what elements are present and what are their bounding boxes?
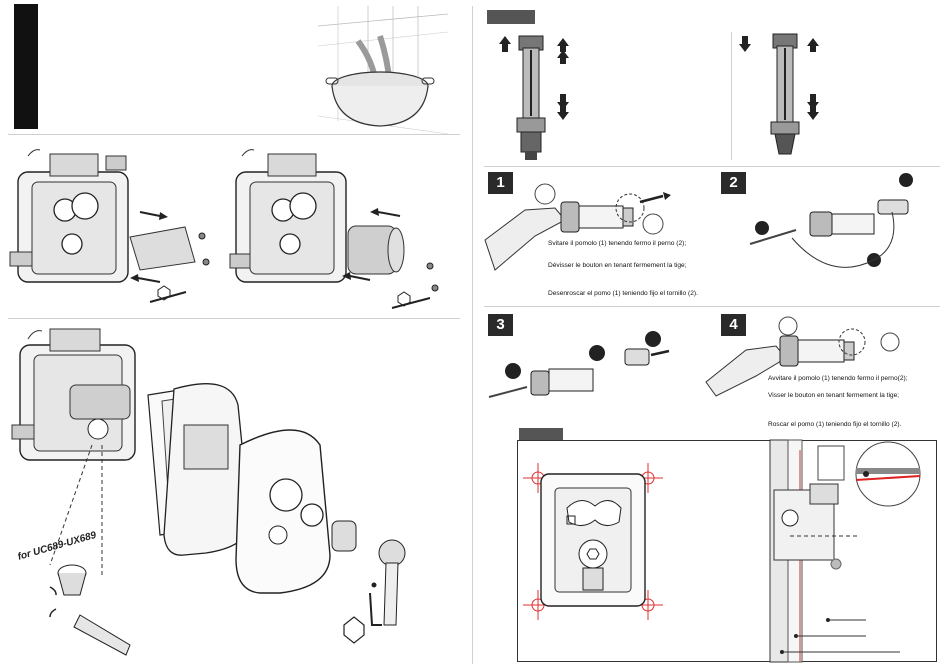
section-header-tab: [487, 10, 535, 24]
cartridge-cross-section-right: [739, 33, 819, 155]
step-3-illustration: [488, 331, 670, 398]
divider: [8, 318, 460, 319]
box-front-view: [523, 463, 663, 620]
step-4-illustration: [705, 316, 900, 397]
title-bar: [14, 4, 38, 129]
cartridge-cross-section-left: [499, 35, 569, 160]
removal-instruction-fr: Dévisser le bouton en tenant fermement l…: [548, 262, 687, 269]
step-1-illustration: [484, 183, 671, 271]
exploded-assembly-diagram: [11, 328, 406, 656]
divider: [484, 306, 940, 307]
step-number-badge: 3: [488, 314, 513, 336]
step-number-badge: 2: [721, 172, 746, 194]
install-instruction-fr: Visser le bouton en tenant fermement la …: [768, 392, 900, 399]
install-instruction-es: Roscar el pomo (1) teniendo fijo el torn…: [768, 421, 902, 428]
step-number-badge: 1: [488, 172, 513, 194]
step-2-illustration: [749, 173, 913, 268]
removal-instruction-it: Svitare il pomolo (1) tenendo fermo il p…: [548, 240, 687, 247]
divider: [8, 134, 460, 135]
bucket-illustration: [317, 6, 449, 135]
divider: [731, 32, 732, 160]
step-number-badge: 4: [721, 314, 746, 336]
valve-box-diagram-b: [229, 149, 439, 309]
removal-instruction-es: Desenroscar el pomo (1) teniendo fijo el…: [548, 290, 698, 297]
installation-drawing-frame: [517, 440, 937, 662]
section-header-tab: [519, 428, 563, 440]
install-instruction-it: Avvitare il pomolo (1) tenendo fermo il …: [768, 375, 908, 382]
wall-section-view: [769, 439, 921, 663]
column-divider: [472, 6, 473, 664]
divider: [484, 166, 940, 167]
valve-box-diagram-a: [9, 149, 210, 303]
